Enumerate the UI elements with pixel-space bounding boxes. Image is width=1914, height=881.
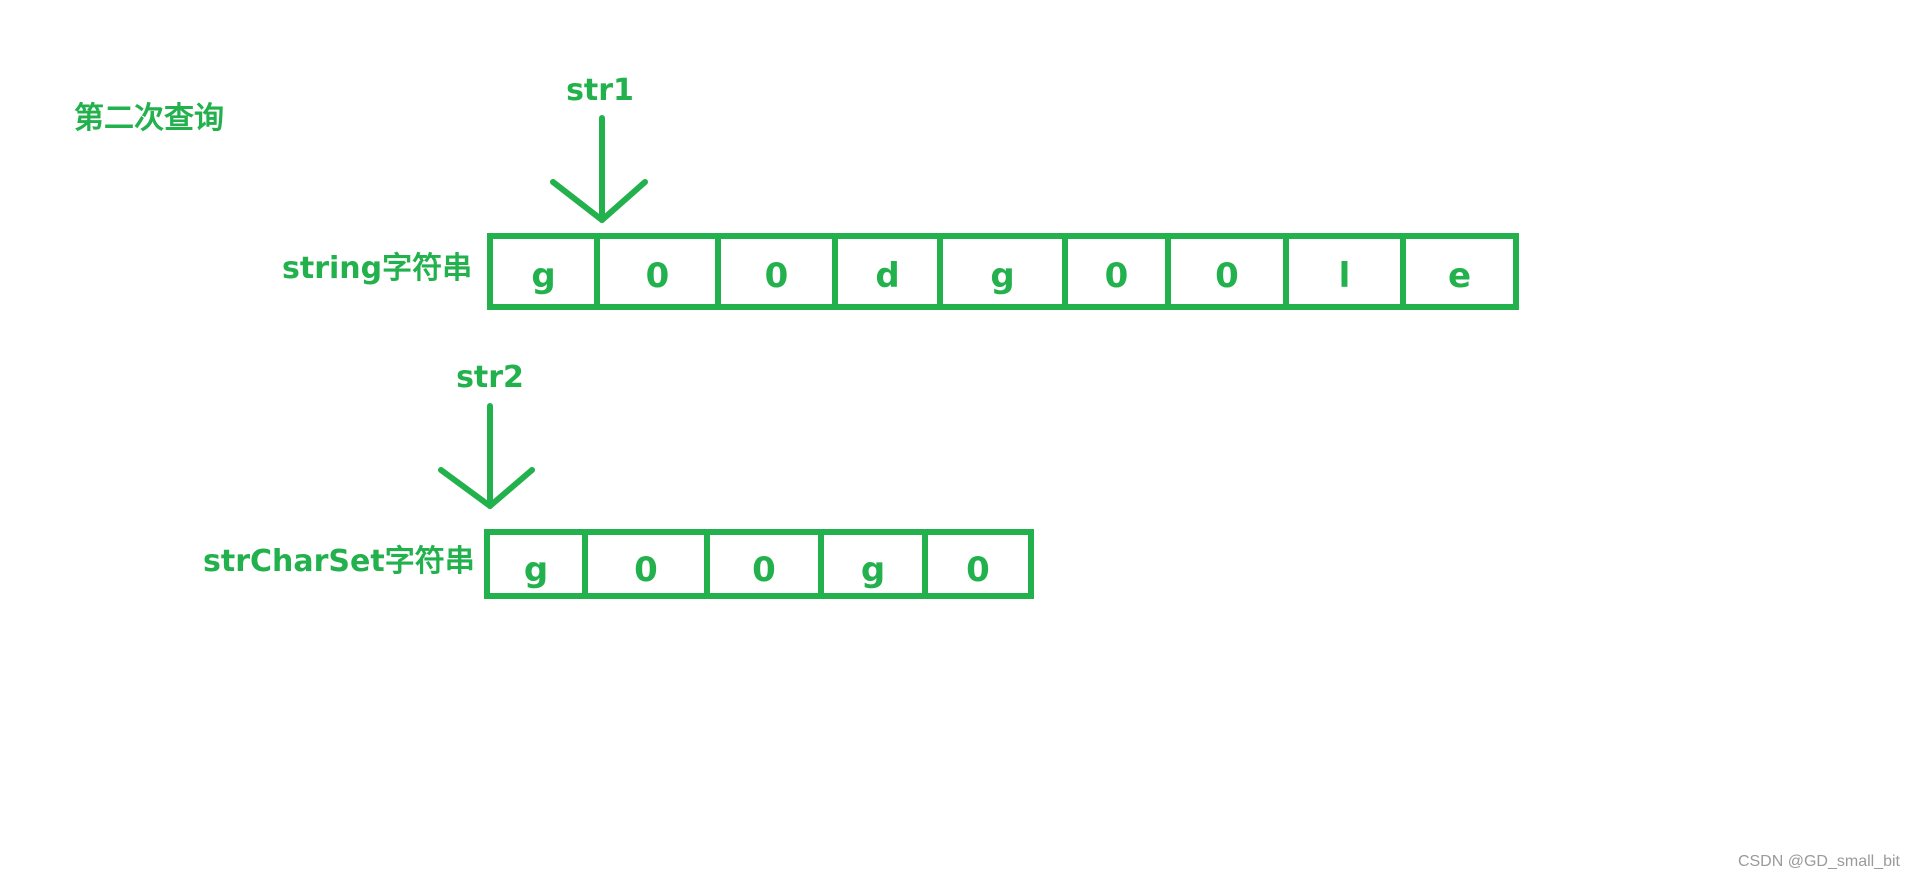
cell-char: 0 xyxy=(1105,256,1129,296)
cell-char: 0 xyxy=(752,550,776,590)
string-row-label: string字符串 xyxy=(282,251,472,286)
str1-pointer-label: str1 xyxy=(566,73,634,108)
cell-char: 0 xyxy=(765,256,789,296)
string-row-cells: g 0 0 d g 0 0 l e xyxy=(487,233,1519,310)
cell-char: e xyxy=(1448,256,1471,296)
cell-char: l xyxy=(1339,256,1351,296)
string-row-frame xyxy=(487,233,1519,310)
charset-row-cells: g 0 0 g 0 xyxy=(484,529,1034,599)
charset-row-label: strCharSet字符串 xyxy=(203,544,475,579)
charset-row-frame xyxy=(484,529,1034,599)
cell-char: g xyxy=(531,256,555,296)
cell-char: d xyxy=(875,256,899,296)
cell-char: 0 xyxy=(966,550,990,590)
csdn-watermark: CSDN @GD_small_bit xyxy=(1737,853,1900,870)
cell-char: 0 xyxy=(634,550,658,590)
cell-char: g xyxy=(524,550,548,590)
str2-arrow-icon xyxy=(438,403,535,509)
cell-char: g xyxy=(990,256,1014,296)
str2-pointer-label: str2 xyxy=(456,360,524,395)
cell-char: 0 xyxy=(1215,256,1239,296)
cell-char: 0 xyxy=(646,256,670,296)
diagram-title: 第二次查询 xyxy=(74,101,224,136)
str1-arrow-icon xyxy=(550,115,648,223)
cell-char: g xyxy=(861,550,885,590)
